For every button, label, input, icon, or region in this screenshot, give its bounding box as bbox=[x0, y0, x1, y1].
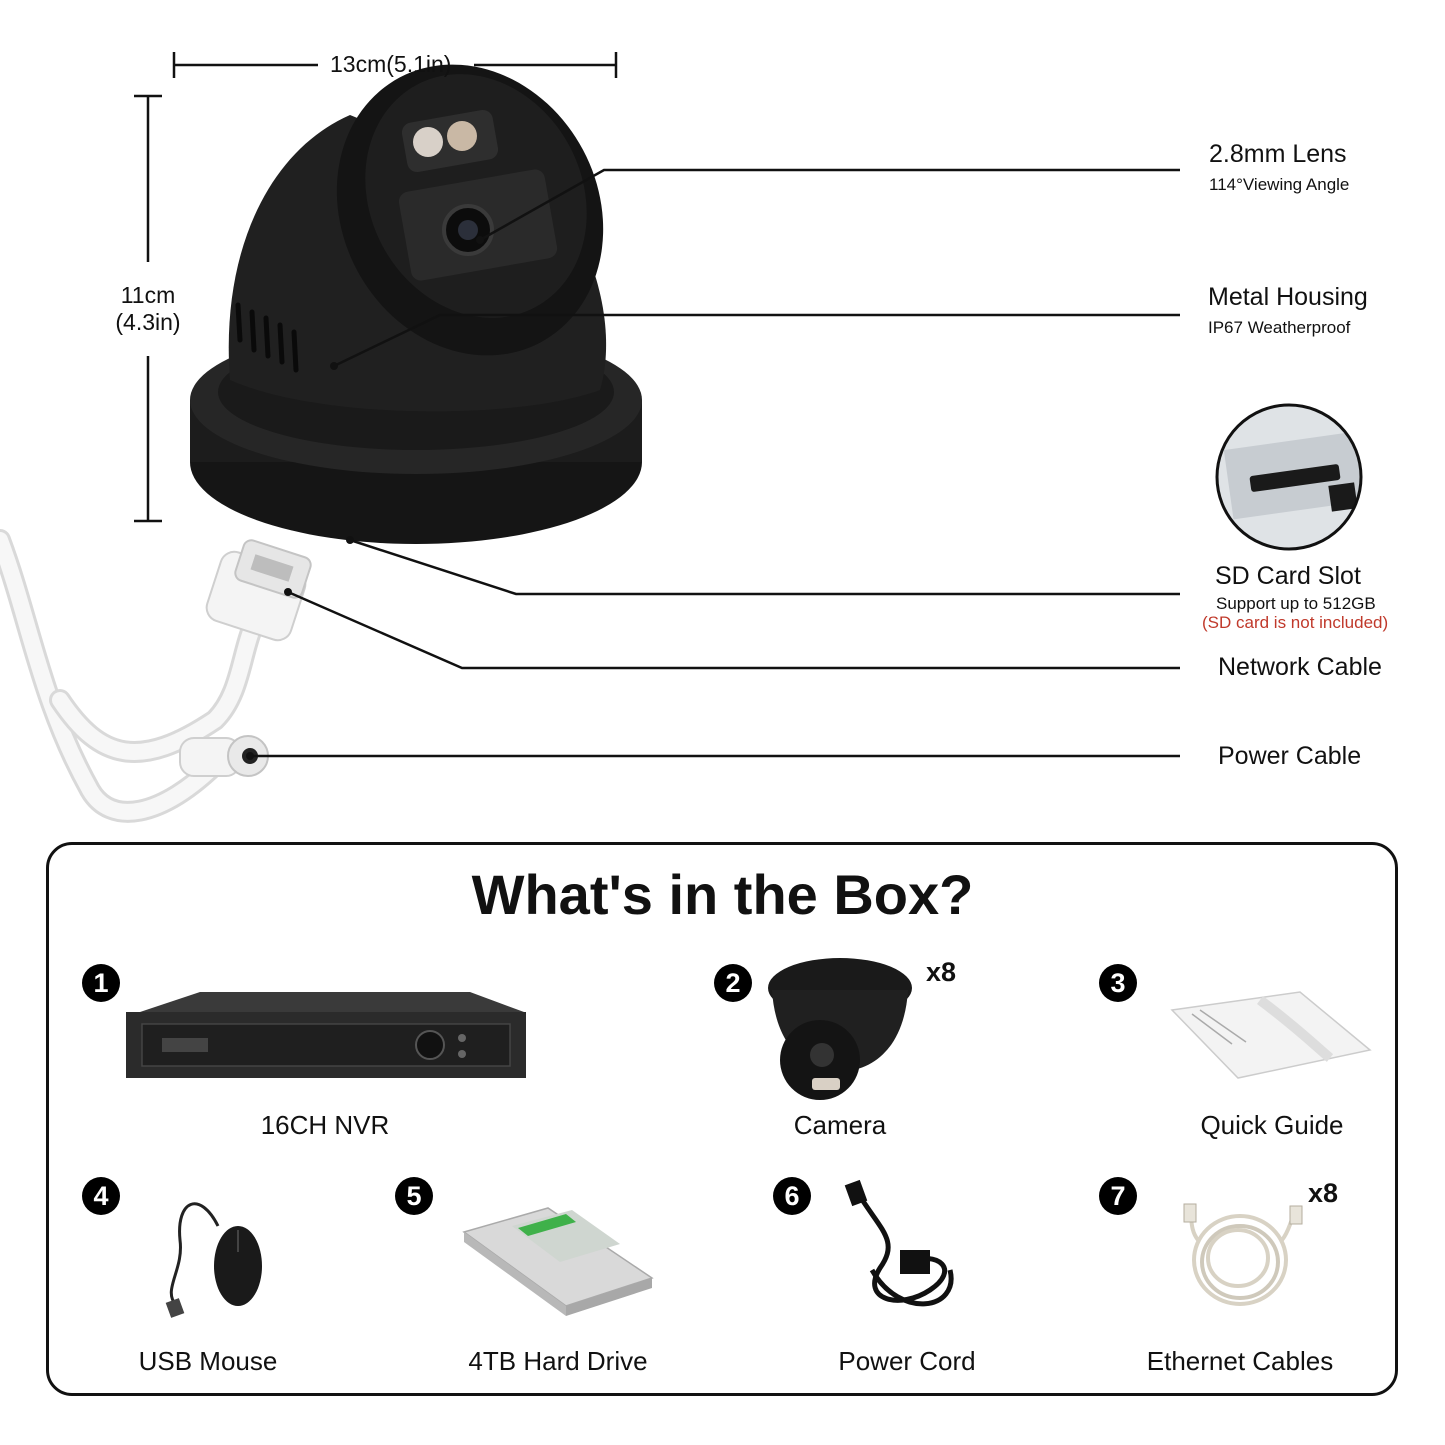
item-label-quick-guide: Quick Guide bbox=[1200, 1110, 1344, 1140]
sd-card-callout-note: (SD card is not included) bbox=[1202, 613, 1389, 632]
item-number-badge: 3 bbox=[1099, 964, 1137, 1002]
camera-diagram bbox=[0, 52, 1363, 823]
sd-card-callout-subtitle: Support up to 512GB bbox=[1216, 594, 1376, 613]
width-dimension-label: 13cm(5.1in) bbox=[330, 51, 452, 77]
item-label-hard-drive: 4TB Hard Drive bbox=[468, 1346, 648, 1376]
housing-callout-subtitle: IP67 Weatherproof bbox=[1208, 318, 1351, 337]
item-number-badge: 2 bbox=[714, 964, 752, 1002]
network-connector-icon bbox=[205, 539, 312, 642]
height-dimension-label: 11cm (4.3in) bbox=[110, 282, 186, 336]
camera-quantity: x8 bbox=[926, 957, 957, 987]
box-contents-panel bbox=[46, 842, 1398, 1396]
cable-assembly-icon bbox=[0, 529, 312, 823]
width-dimension-line bbox=[172, 52, 618, 78]
item-label-ethernet-cables: Ethernet Cables bbox=[1146, 1346, 1334, 1376]
sd-card-slot-icon bbox=[1215, 403, 1363, 551]
box-contents-title: What's in the Box? bbox=[471, 863, 974, 926]
power-cable-callout-title: Power Cable bbox=[1218, 742, 1362, 770]
item-label-power-cord: Power Cord bbox=[838, 1346, 976, 1376]
network-cable-callout-title: Network Cable bbox=[1218, 653, 1382, 681]
housing-callout-title: Metal Housing bbox=[1208, 283, 1368, 311]
callout-leader-lines bbox=[250, 168, 1180, 758]
item-label-camera: Camera bbox=[793, 1110, 887, 1140]
item-label-usb-mouse: USB Mouse bbox=[138, 1346, 278, 1376]
lens-callout-subtitle: 114°Viewing Angle bbox=[1209, 175, 1350, 194]
item-number-badge: 5 bbox=[395, 1177, 433, 1215]
ethernet-cables-quantity: x8 bbox=[1308, 1178, 1339, 1208]
lens-callout-title: 2.8mm Lens bbox=[1209, 140, 1347, 168]
dome-camera-icon bbox=[190, 64, 642, 544]
item-number-badge: 7 bbox=[1099, 1177, 1137, 1215]
height-dimension-line bbox=[134, 94, 162, 523]
item-number-badge: 1 bbox=[82, 964, 120, 1002]
item-number-badge: 4 bbox=[82, 1177, 120, 1215]
height-dimension-label-cm: 11cm bbox=[120, 282, 176, 308]
item-label-nvr: 16CH NVR bbox=[260, 1110, 390, 1140]
height-dimension-label-in: (4.3in) bbox=[115, 309, 181, 335]
item-number-badge: 6 bbox=[773, 1177, 811, 1215]
sd-card-callout-title: SD Card Slot bbox=[1215, 562, 1361, 590]
